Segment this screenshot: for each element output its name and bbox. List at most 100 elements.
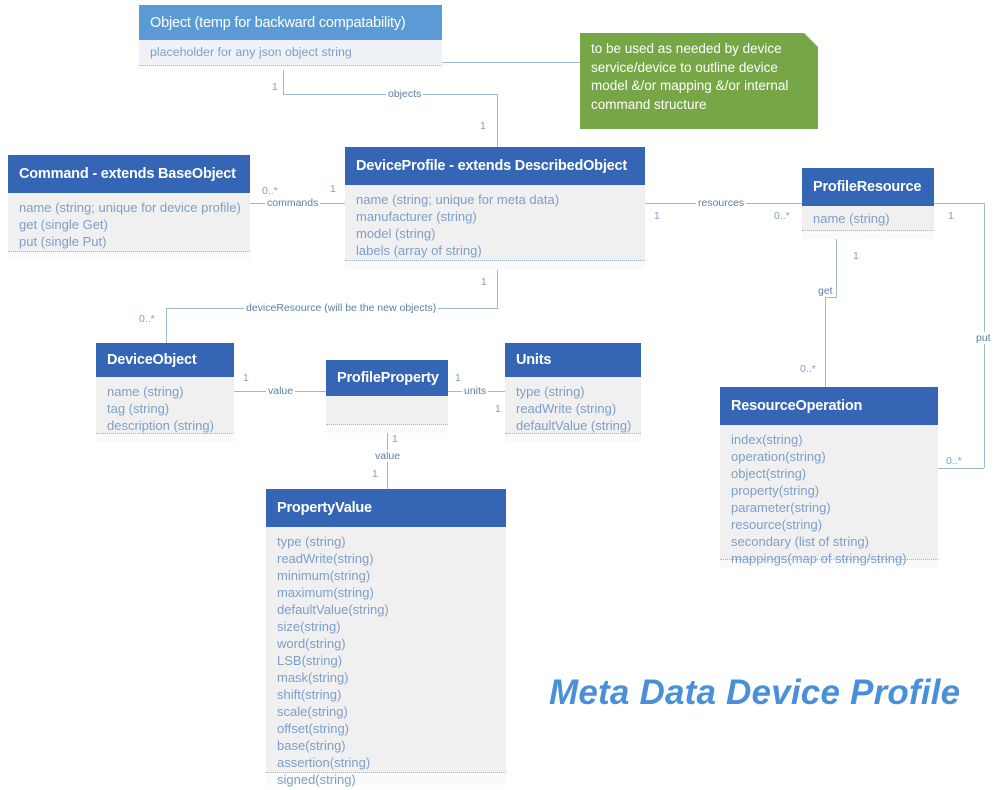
class-footer-device-object bbox=[96, 434, 234, 442]
attribute-row: maximum(string) bbox=[277, 585, 374, 600]
connector-get-v1 bbox=[836, 236, 837, 297]
class-header-property-value: PropertyValue bbox=[266, 489, 506, 527]
class-footer-profile-property bbox=[326, 425, 448, 433]
class-attributes-command: name (string; unique for device profile)… bbox=[8, 193, 250, 252]
assoc-label-objects: objects bbox=[386, 88, 424, 100]
assoc-mult-value-propertyvalue-target: 1 bbox=[372, 468, 378, 480]
class-header-profile-resource: ProfileResource bbox=[802, 168, 934, 206]
attribute-row: type (string) bbox=[277, 534, 346, 549]
attribute-row: size(string) bbox=[277, 619, 341, 634]
class-box-command[interactable]: Command - extends BaseObject name (strin… bbox=[8, 155, 250, 260]
class-header-resource-operation: ResourceOperation bbox=[720, 387, 938, 425]
attribute-row: base(string) bbox=[277, 738, 346, 753]
attribute-row: labels (array of string) bbox=[356, 243, 482, 258]
connector-objects-v2 bbox=[497, 94, 498, 147]
attribute-row: description (string) bbox=[107, 418, 214, 433]
attribute-row: resource(string) bbox=[731, 517, 823, 532]
attribute-row: secondary (list of string) bbox=[731, 534, 869, 549]
class-header-command: Command - extends BaseObject bbox=[8, 155, 250, 193]
assoc-mult-objects-target: 1 bbox=[480, 120, 486, 132]
connector-deviceresource-v2 bbox=[166, 308, 167, 343]
attribute-row: index(string) bbox=[731, 432, 803, 447]
class-footer-command bbox=[8, 252, 250, 260]
class-attributes-units: type (string) readWrite (string) default… bbox=[505, 377, 641, 434]
class-attributes-object: placeholder for any json object string bbox=[139, 40, 442, 66]
class-footer-resource-operation bbox=[720, 560, 938, 568]
connector-put-h1 bbox=[934, 203, 984, 204]
attribute-row: readWrite (string) bbox=[516, 401, 617, 416]
connector-get-h bbox=[825, 297, 837, 298]
assoc-label-commands: commands bbox=[265, 197, 321, 209]
assoc-label-value-property: value bbox=[266, 385, 296, 397]
attribute-row: offset(string) bbox=[277, 721, 350, 736]
assoc-mult-objects-source: 1 bbox=[272, 81, 278, 93]
note-text: to be used as needed by device service/d… bbox=[591, 41, 789, 112]
class-box-units[interactable]: Units type (string) readWrite (string) d… bbox=[505, 343, 641, 442]
attribute-row: mask(string) bbox=[277, 670, 349, 685]
assoc-mult-put-source: 1 bbox=[948, 210, 954, 222]
attribute-row: name (string; unique for meta data) bbox=[356, 192, 560, 207]
attribute-row: shift(string) bbox=[277, 687, 342, 702]
attribute-row: object(string) bbox=[731, 466, 807, 481]
assoc-mult-get-target: 0..* bbox=[800, 363, 816, 375]
assoc-mult-units-source: 1 bbox=[455, 372, 461, 384]
attribute-row: LSB(string) bbox=[277, 653, 343, 668]
attribute-row: parameter(string) bbox=[731, 500, 831, 515]
assoc-mult-commands-target: 1 bbox=[330, 183, 336, 195]
attribute-row: word(string) bbox=[277, 636, 346, 651]
attribute-row: tag (string) bbox=[107, 401, 170, 416]
attribute-row: defaultValue(string) bbox=[277, 602, 389, 617]
note-fold-icon bbox=[804, 33, 818, 47]
connector-objects-v1 bbox=[283, 70, 284, 94]
class-attributes-device-object: name (string) tag (string) description (… bbox=[96, 377, 234, 434]
assoc-label-resources: resources bbox=[696, 197, 747, 209]
class-attributes-profile-resource: name (string) bbox=[802, 206, 934, 231]
class-header-device-object: DeviceObject bbox=[96, 343, 234, 377]
assoc-mult-value-propertyvalue-source: 1 bbox=[392, 433, 398, 445]
attribute-row: minimum(string) bbox=[277, 568, 371, 583]
assoc-mult-units-target: 1 bbox=[495, 403, 501, 415]
assoc-mult-deviceresource-source: 0..* bbox=[139, 313, 155, 325]
class-attributes-resource-operation: index(string) operation(string) object(s… bbox=[720, 425, 938, 566]
class-footer-profile-resource bbox=[802, 231, 934, 239]
class-box-property-value[interactable]: PropertyValue type (string) readWrite(st… bbox=[266, 489, 506, 787]
attribute-row: placeholder for any json object string bbox=[150, 45, 352, 59]
attribute-row: name (string) bbox=[813, 211, 890, 226]
attribute-row: name (string; unique for device profile) bbox=[19, 200, 241, 215]
assoc-mult-get-source: 1 bbox=[853, 250, 859, 262]
diagram-title: Meta Data Device Profile bbox=[549, 673, 961, 712]
attribute-row: name (string) bbox=[107, 384, 184, 399]
class-box-resource-operation[interactable]: ResourceOperation index(string) operatio… bbox=[720, 387, 938, 568]
assoc-label-deviceresource: deviceResource (will be the new objects) bbox=[244, 302, 439, 314]
class-box-object[interactable]: Object (temp for backward compatability)… bbox=[139, 5, 442, 70]
class-attributes-device-profile: name (string; unique for meta data) manu… bbox=[345, 185, 645, 261]
assoc-label-get: get bbox=[816, 285, 835, 297]
attribute-row: readWrite(string) bbox=[277, 551, 374, 566]
attribute-row: get (single Get) bbox=[19, 217, 108, 232]
attribute-row: operation(string) bbox=[731, 449, 826, 464]
class-box-profile-property[interactable]: ProfileProperty bbox=[326, 360, 448, 433]
assoc-mult-resources-target: 0..* bbox=[774, 210, 790, 222]
attribute-row: defaultValue (string) bbox=[516, 418, 632, 433]
assoc-mult-resources-source: 1 bbox=[654, 210, 660, 222]
assoc-mult-commands-source: 0..* bbox=[262, 185, 278, 197]
connector-note-leader bbox=[442, 62, 580, 63]
note-device-model: to be used as needed by device service/d… bbox=[580, 33, 818, 129]
class-box-profile-resource[interactable]: ProfileResource name (string) bbox=[802, 168, 934, 239]
class-attributes-property-value: type (string) readWrite(string) minimum(… bbox=[266, 527, 506, 787]
assoc-label-value-propertyvalue: value bbox=[373, 450, 403, 462]
connector-deviceresource-v1 bbox=[497, 270, 498, 308]
assoc-mult-deviceresource-target: 1 bbox=[481, 276, 487, 288]
class-footer-property-value bbox=[266, 773, 506, 785]
class-footer-object bbox=[139, 66, 442, 70]
class-header-units: Units bbox=[505, 343, 641, 377]
class-box-device-profile[interactable]: DeviceProfile - extends DescribedObject … bbox=[345, 147, 645, 270]
attribute-row: mappings(map of string/string) bbox=[731, 551, 907, 566]
assoc-label-put: put bbox=[974, 332, 993, 344]
class-box-device-object[interactable]: DeviceObject name (string) tag (string) … bbox=[96, 343, 234, 442]
class-header-device-profile: DeviceProfile - extends DescribedObject bbox=[345, 147, 645, 185]
attribute-row: type (string) bbox=[516, 384, 585, 399]
attribute-row: model (string) bbox=[356, 226, 436, 241]
class-attributes-profile-property bbox=[326, 396, 448, 425]
